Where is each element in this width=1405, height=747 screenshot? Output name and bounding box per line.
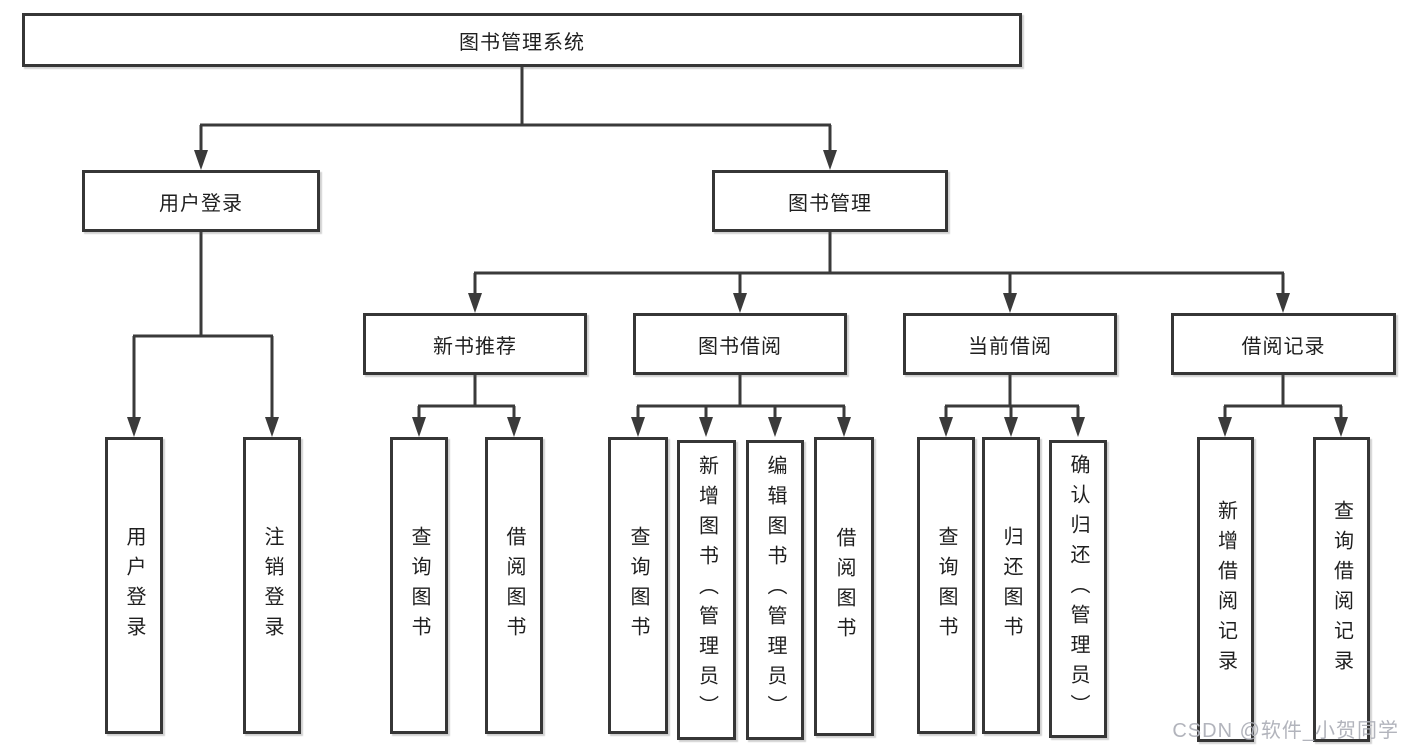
node-borrowing-records: 借阅记录 [1171,313,1396,375]
node-label: 借阅记录 [1241,335,1326,358]
node-label: 注销登录 [261,525,283,646]
leaf-confirm-return-admin: 确认归还（管理员） [1049,440,1107,738]
node-label: 查询借阅记录 [1330,499,1353,680]
leaf-return-books: 归还图书 [982,437,1040,734]
node-library-management-system: 图书管理系统 [22,13,1022,67]
node-label: 用户登录 [123,525,145,646]
leaf-query-books-current: 查询图书 [917,437,975,734]
node-label: 借阅图书 [503,525,525,646]
node-label: 查询图书 [935,525,957,646]
leaf-query-borrow-record: 查询借阅记录 [1313,437,1370,742]
node-label: 图书管理系统 [459,31,585,54]
node-label: 图书管理 [788,192,872,215]
node-label: 图书借阅 [698,335,782,358]
node-current-borrowing: 当前借阅 [903,313,1117,375]
node-user-login: 用户登录 [82,170,320,232]
node-book-management: 图书管理 [712,170,948,232]
node-label: 查询图书 [627,525,649,646]
leaf-query-books-borrowing: 查询图书 [608,437,668,734]
node-label: 编辑图书（管理员） [764,455,786,725]
leaf-edit-books-admin: 编辑图书（管理员） [746,440,804,740]
node-label: 借阅图书 [833,526,855,647]
node-label: 确认归还（管理员） [1067,454,1089,724]
leaf-query-books-newbooks: 查询图书 [390,437,448,734]
node-label: 新增借阅记录 [1214,499,1237,680]
node-label: 新增图书（管理员） [695,455,718,725]
leaf-borrow-books-borrowing: 借阅图书 [814,437,874,736]
node-label: 用户登录 [159,192,243,215]
node-label: 当前借阅 [968,335,1052,358]
leaf-logout: 注销登录 [243,437,301,734]
leaf-add-books-admin: 新增图书（管理员） [677,440,736,740]
leaf-user-login: 用户登录 [105,437,163,734]
leaf-add-borrow-record: 新增借阅记录 [1197,437,1254,742]
node-label: 归还图书 [1000,525,1022,646]
leaf-borrow-books-newbooks: 借阅图书 [485,437,543,734]
node-book-borrowing: 图书借阅 [633,313,847,375]
node-label: 查询图书 [408,525,430,646]
csdn-watermark: CSDN @软件_小贺同学 [1172,720,1399,742]
node-label: 新书推荐 [433,335,517,358]
node-new-book-recommend: 新书推荐 [363,313,587,375]
